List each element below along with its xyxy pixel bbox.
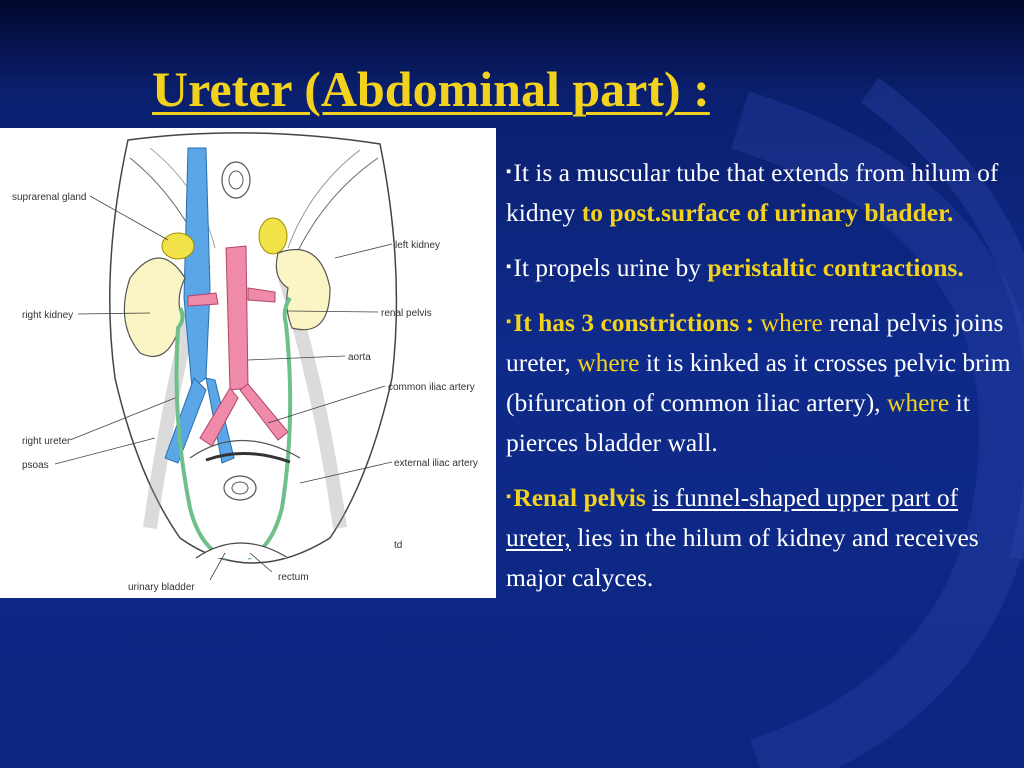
bullet-marker: ▪	[506, 314, 512, 330]
label-right-ureter: right ureter	[22, 436, 71, 447]
label-suprarenal-gland: suprarenal gland	[12, 192, 87, 203]
label-aorta: aorta	[348, 352, 371, 363]
label-renal-pelvis: renal pelvis	[381, 308, 432, 319]
bullet-3-where-3: where	[886, 388, 950, 417]
artist-signature: td	[394, 540, 402, 551]
bullet-marker: ▪	[506, 259, 512, 275]
label-common-iliac-artery: common iliac artery	[388, 382, 475, 393]
bullet-4-underlined: is funnel-shaped upper part of ureter,	[506, 483, 959, 552]
slide-title: Ureter (Abdominal part) :	[152, 61, 710, 117]
bullet-3-lead: It has 3 constrictions :	[513, 308, 761, 337]
label-rectum: rectum	[278, 572, 309, 583]
label-external-iliac-artery: external iliac artery	[394, 458, 478, 469]
label-psoas: psoas	[22, 460, 49, 471]
label-left-kidney: left kidney	[395, 240, 440, 251]
bullet-3: ▪It has 3 constrictions : where renal pe…	[506, 302, 1016, 463]
ureter-anatomy-diagram: suprarenal gland left kidney right kidne…	[12, 132, 478, 593]
bullet-list: ▪It is a muscular tube that extends from…	[506, 152, 1016, 612]
anatomy-figure: suprarenal gland left kidney right kidne…	[0, 128, 496, 598]
bullet-2: ▪It propels urine by peristaltic contrac…	[506, 247, 1016, 288]
bullet-marker: ▪	[506, 489, 512, 505]
bullet-3-text-3: it pierces bladder wall.	[506, 388, 970, 457]
bullet-3-text-1: renal pelvis joins ureter,	[506, 308, 1004, 377]
label-urinary-bladder: urinary bladder	[128, 582, 195, 593]
bullet-1: ▪It is a muscular tube that extends from…	[506, 152, 1016, 233]
bullet-2-highlight: peristaltic contractions.	[707, 253, 964, 282]
bullet-1-text: It is a muscular tube that extends from …	[506, 158, 999, 227]
bullet-3-where-1: where	[760, 308, 823, 337]
bullet-2-text: It propels urine by	[513, 253, 708, 282]
bullet-1-highlight: to post.surface of urinary bladder.	[581, 198, 954, 227]
bullet-4-lead: Renal pelvis	[513, 483, 646, 512]
bullet-4: ▪Renal pelvis is funnel-shaped upper par…	[506, 477, 1016, 598]
bullet-3-where-2: where	[577, 348, 640, 377]
bullet-marker: ▪	[506, 164, 512, 180]
bullet-4-text: lies in the hilum of kidney and receives…	[506, 523, 979, 592]
bullet-3-text-2: it is kinked as it crosses pelvic brim (…	[506, 348, 1011, 417]
label-right-kidney: right kidney	[22, 310, 73, 321]
